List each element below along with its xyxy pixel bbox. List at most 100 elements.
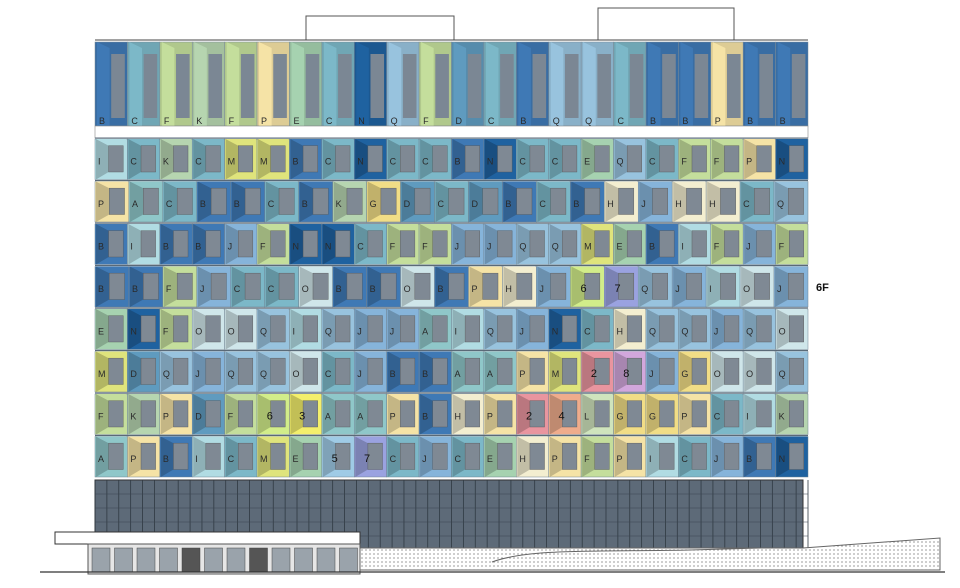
panel-label: K (779, 411, 785, 421)
panel-label: H (519, 454, 526, 464)
facade-panel (710, 223, 744, 265)
facade-panel (94, 351, 128, 393)
facade-panel (580, 223, 614, 265)
facade-panel (516, 223, 549, 265)
panel-label: I (98, 156, 101, 166)
facade-panel (434, 266, 469, 308)
facade-panel (127, 308, 161, 350)
panel-label: G (681, 369, 688, 379)
facade-panel (645, 393, 679, 435)
panel-label: F (714, 156, 720, 166)
facade-panel (548, 308, 582, 350)
facade-panel (94, 266, 130, 308)
facade-panel (321, 223, 355, 265)
panel-label: F (98, 411, 104, 421)
panel-label: K (130, 411, 136, 421)
panel-label: 6 (267, 410, 273, 422)
ground-openings (91, 547, 358, 573)
top-fin-cell (127, 41, 161, 127)
panel-label: K (163, 156, 169, 166)
panel-label: H (709, 199, 716, 209)
panel-label: O (743, 284, 750, 294)
facade-panel (742, 223, 776, 265)
panel-label: J (357, 369, 362, 379)
panel-label: F (681, 156, 687, 166)
panel-label: J (714, 454, 719, 464)
panel-label: F (390, 241, 396, 251)
facade-panel (604, 266, 639, 308)
top-fin-cell (548, 41, 582, 127)
panel-label: P (261, 116, 267, 126)
panel-label: F (714, 241, 720, 251)
panel-label: M (98, 369, 106, 379)
panel-label: 8 (623, 368, 629, 380)
top-fin-cell (613, 41, 647, 127)
ground-opening (271, 547, 291, 573)
facade-panel (468, 181, 503, 223)
panel-label: B (649, 241, 655, 251)
facade-panel (742, 308, 776, 350)
panel-label: O (292, 369, 299, 379)
panel-label: G (649, 411, 656, 421)
panel-label: Q (325, 326, 332, 336)
panel-label: C (390, 156, 397, 166)
top-fin-cell (678, 41, 712, 127)
panel-label: C (488, 116, 495, 126)
facade-panel (127, 138, 161, 180)
panel-label: B (520, 116, 526, 126)
facade-panel (645, 308, 679, 350)
panel-label: D (471, 199, 478, 209)
panel-label: M (228, 156, 236, 166)
facade-panel (159, 223, 193, 265)
top-fin-cell (256, 41, 290, 127)
facade-panel (127, 436, 161, 478)
panel-label: N (292, 241, 299, 251)
panel-label: I (709, 284, 712, 294)
panel-label: C (234, 284, 241, 294)
panel-label: O (195, 326, 202, 336)
facade-panel (418, 351, 452, 393)
panel-label: B (302, 199, 308, 209)
panel-label: 7 (614, 283, 620, 295)
facade-panel (536, 266, 571, 308)
facade-panel (128, 181, 164, 223)
facade-panel (321, 308, 355, 350)
facade-panel (451, 351, 485, 393)
panel-label: B (292, 156, 298, 166)
panel-label: P (130, 454, 136, 464)
facade-panel (289, 436, 323, 478)
ground-opening (181, 547, 201, 573)
facade-panel (739, 266, 775, 308)
facade-panel (483, 308, 517, 350)
facade-panel (256, 351, 290, 393)
facade-panel (773, 181, 809, 223)
panel-label: M (260, 156, 268, 166)
facade-panel (613, 138, 647, 180)
landscape-path (491, 547, 761, 563)
panel-label: 3 (299, 410, 305, 422)
panel-label: P (681, 411, 687, 421)
facade-panel (94, 138, 128, 180)
facade-panel (354, 351, 387, 393)
panel-label: H (675, 199, 682, 209)
facade-panel (230, 181, 266, 223)
facade-panel (775, 308, 809, 350)
facade-panel (483, 436, 517, 478)
facade-panel (775, 351, 809, 393)
panel-label: B (650, 116, 656, 126)
facade-panel (298, 181, 333, 223)
top-fin-cell (516, 41, 549, 127)
panel-label: F (423, 116, 429, 126)
panel-label: B (422, 369, 428, 379)
facade-panel (775, 436, 809, 478)
panel-label: J (228, 241, 233, 251)
panel-label: J (200, 284, 205, 294)
facade-panel (321, 138, 355, 180)
panel-label: C (743, 199, 750, 209)
panel-label: B (336, 284, 342, 294)
panel-label: C (326, 116, 333, 126)
facade-panel (224, 351, 258, 393)
facade-panel (637, 266, 673, 308)
panel-label: A (422, 326, 428, 336)
